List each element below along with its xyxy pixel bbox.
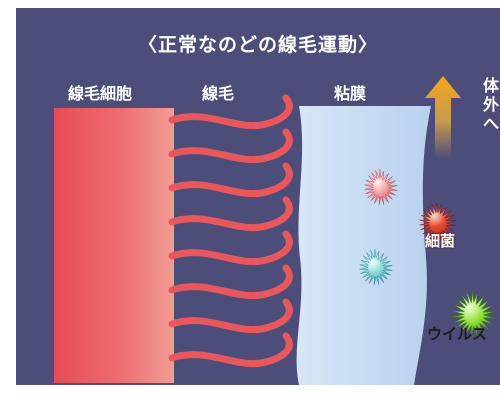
diagram-panel: 〈正常なのどの線毛運動〉 線毛細胞 線毛 粘膜 (16, 8, 500, 385)
ciliated-cell-label: 線毛細胞 (68, 84, 133, 103)
cilium (168, 230, 293, 266)
cilium (168, 298, 293, 334)
bacteria-particle (419, 203, 456, 243)
mucus-label: 粘膜 (334, 84, 367, 103)
cilium (168, 94, 293, 130)
virus-particle (453, 291, 495, 337)
cilia (168, 94, 293, 368)
pink-particle (364, 169, 398, 206)
cilium (168, 128, 293, 164)
cilium (168, 264, 293, 300)
up-arrow-icon (425, 76, 461, 158)
cilia-label: 線毛 (202, 84, 235, 103)
mucus-layer (296, 106, 431, 385)
ciliated-cell (54, 108, 174, 383)
cilium (168, 196, 293, 232)
cilium (168, 332, 293, 368)
teal-particle (359, 249, 393, 286)
diagram-graphics (168, 76, 495, 385)
bacteria-label: 細菌 (424, 232, 455, 250)
diagram-title: 〈正常なのどの線毛運動〉 (137, 34, 378, 56)
out-of-body-label: 体外へ (482, 76, 499, 133)
virus-label: ウイルス (426, 325, 487, 343)
cilium (168, 162, 293, 198)
